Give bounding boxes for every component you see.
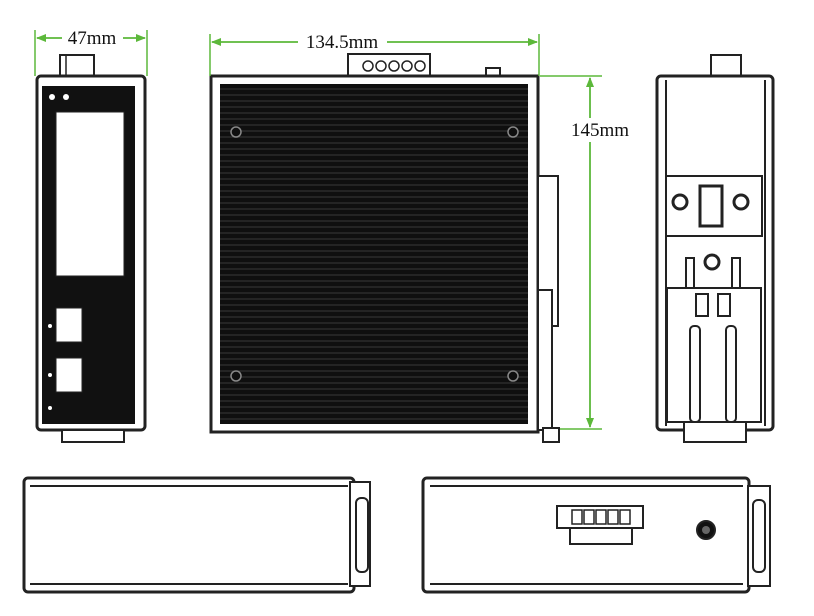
rear-view <box>655 54 775 443</box>
bottom-body <box>22 476 356 594</box>
front-label-window <box>55 111 125 277</box>
top-view <box>421 476 771 594</box>
screw-icon <box>507 126 519 138</box>
sfp-port <box>55 307 83 343</box>
width-dimension-label: 47mm <box>68 28 117 49</box>
depth-dimension-label: 134.5mm <box>306 32 379 53</box>
rear-din-bracket <box>666 287 762 423</box>
screw-icon <box>507 370 519 382</box>
rear-terminal-block <box>710 54 742 78</box>
height-dimension: 145mm <box>540 75 629 430</box>
side-view <box>209 53 560 443</box>
screw-icon <box>230 370 242 382</box>
rear-latch <box>698 184 724 228</box>
depth-dimension: 134.5mm <box>209 32 540 76</box>
height-dimension-label: 145mm <box>571 120 629 141</box>
screw-icon <box>230 126 242 138</box>
front-bottom-clip <box>61 429 125 443</box>
front-view <box>35 54 147 443</box>
width-dimension: 47mm <box>34 28 148 76</box>
sfp-port <box>55 357 83 393</box>
bottom-view <box>22 476 371 594</box>
led-indicator <box>49 94 55 100</box>
front-terminal-block <box>59 54 95 78</box>
din-rail-clip <box>537 175 560 443</box>
heatsink-fins <box>220 84 528 424</box>
led-indicator <box>63 94 69 100</box>
